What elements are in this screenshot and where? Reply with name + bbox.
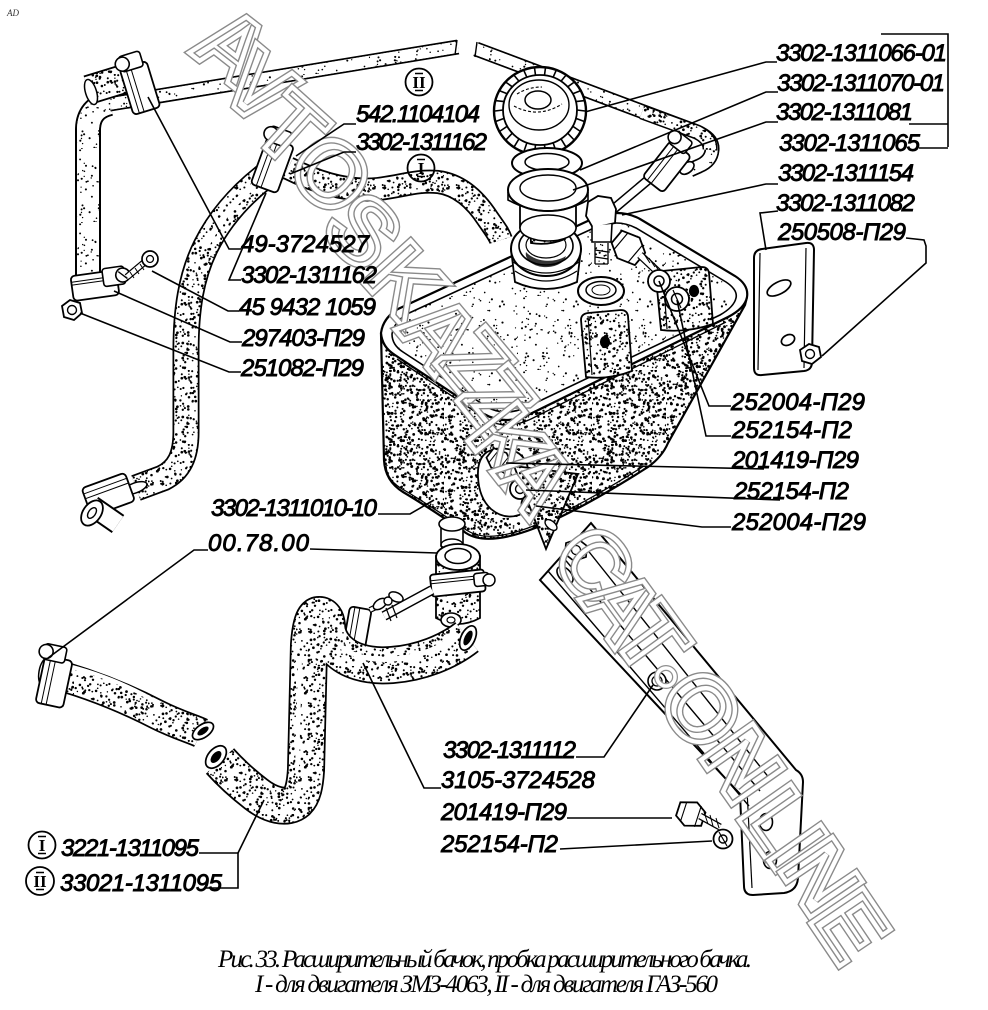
svg-text:I: I [418, 159, 425, 178]
svg-text:AD: AD [6, 8, 19, 18]
svg-text:250508-П29: 250508-П29 [777, 219, 906, 246]
svg-text:3302-1311010-10: 3302-1311010-10 [211, 495, 378, 522]
svg-text:542.1104104: 542.1104104 [356, 101, 480, 128]
svg-text:3302-1311082: 3302-1311082 [776, 190, 915, 217]
svg-text:Рис. 33. Расширительный бачок,: Рис. 33. Расширительный бачок, пробка ра… [217, 946, 752, 973]
svg-text:3302-1311162: 3302-1311162 [356, 129, 487, 156]
svg-text:45 9432 1059: 45 9432 1059 [239, 294, 376, 321]
svg-text:252154-П2: 252154-П2 [440, 831, 558, 858]
svg-text:297403-П29: 297403-П29 [241, 325, 365, 352]
svg-text:3302-1311154: 3302-1311154 [778, 160, 914, 187]
svg-text:201419-П29: 201419-П29 [731, 447, 859, 474]
svg-text:252154-П2: 252154-П2 [731, 417, 852, 444]
svg-text:49-3724527: 49-3724527 [241, 231, 371, 258]
svg-text:252004-П29: 252004-П29 [731, 509, 866, 536]
svg-text:201419-П29: 201419-П29 [440, 799, 567, 826]
svg-text:251082-П29: 251082-П29 [240, 355, 364, 382]
svg-text:3302-1311070-01: 3302-1311070-01 [777, 70, 945, 97]
svg-text:3302-1311112: 3302-1311112 [443, 737, 576, 764]
svg-text:3302-1311066-01: 3302-1311066-01 [776, 40, 947, 67]
svg-text:3302-1311081: 3302-1311081 [776, 99, 913, 126]
svg-text:II: II [33, 872, 47, 891]
svg-text:3105-3724528: 3105-3724528 [441, 767, 596, 794]
svg-text:252154-П2: 252154-П2 [733, 478, 849, 505]
svg-text:I - для двигателя ЗМЗ-4063, II: I - для двигателя ЗМЗ-4063, II - для дви… [254, 971, 719, 998]
svg-text:3302-1311065: 3302-1311065 [779, 130, 921, 157]
svg-text:33021-1311095: 33021-1311095 [60, 870, 223, 897]
svg-text:00.78.00: 00.78.00 [208, 530, 310, 557]
svg-text:II: II [412, 73, 426, 92]
svg-text:3302-1311162: 3302-1311162 [241, 262, 377, 289]
svg-text:I: I [39, 836, 46, 855]
svg-text:3221-1311095: 3221-1311095 [61, 835, 200, 862]
svg-text:252004-П29: 252004-П29 [730, 389, 865, 416]
